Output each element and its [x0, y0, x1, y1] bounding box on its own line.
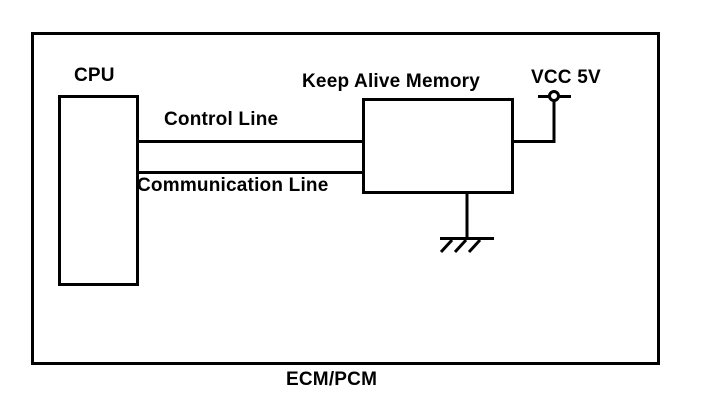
communication-line-label: Communication Line	[137, 175, 329, 196]
vcc-terminal-label: VCC 5V	[531, 67, 601, 88]
vcc-terminal-circle-icon	[548, 90, 560, 102]
keep-alive-memory-label: Keep Alive Memory	[302, 71, 480, 92]
cpu-block-label: CPU	[74, 65, 115, 86]
keep-alive-memory-block	[362, 98, 514, 194]
ground-hatch-3-icon	[467, 238, 482, 254]
ecm-pcm-enclosure-box	[31, 32, 660, 365]
ground-hatch-2-icon	[453, 238, 468, 254]
control-line-label: Control Line	[164, 109, 279, 130]
ground-hatch-1-icon	[439, 238, 454, 254]
cpu-block	[58, 95, 139, 286]
ecm-pcm-title-label: ECM/PCM	[286, 369, 378, 390]
